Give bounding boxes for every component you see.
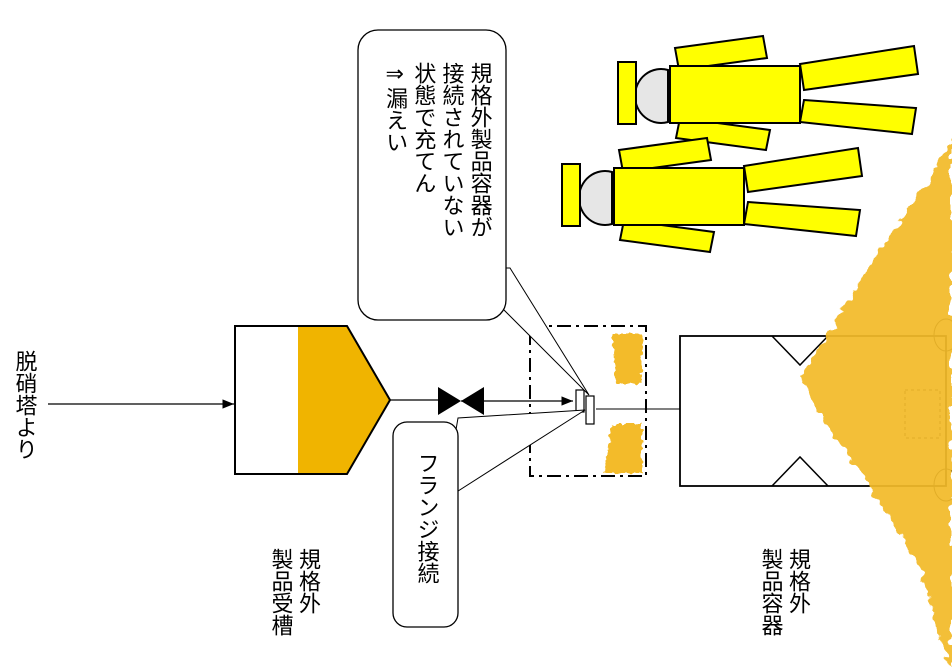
source-label: 脱硝塔より <box>11 350 37 460</box>
worker-icon <box>617 34 920 152</box>
flange-callout-pointer <box>443 409 586 502</box>
flange-icon <box>575 389 595 425</box>
leak-spray-large <box>800 142 952 668</box>
flange-label-box <box>392 421 459 628</box>
leak-spray-upper <box>612 334 642 384</box>
worker-icon <box>561 136 864 254</box>
flange-label: フランジ接続 <box>413 452 439 584</box>
leak-spray-lower <box>604 424 642 474</box>
tank-product-fill <box>298 326 390 474</box>
tank-outline <box>234 325 392 475</box>
tank-label: 規格外 製品受槽 <box>267 548 321 636</box>
off-spec-receiving-tank <box>234 325 392 475</box>
callout-text: 規格外製品容器が 接続されていない 状態で充てん ⇒漏えい <box>382 62 492 238</box>
callout-box <box>357 29 507 321</box>
dashdot-enclosure <box>529 325 647 477</box>
container-label: 規格外 製品容器 <box>757 548 811 636</box>
